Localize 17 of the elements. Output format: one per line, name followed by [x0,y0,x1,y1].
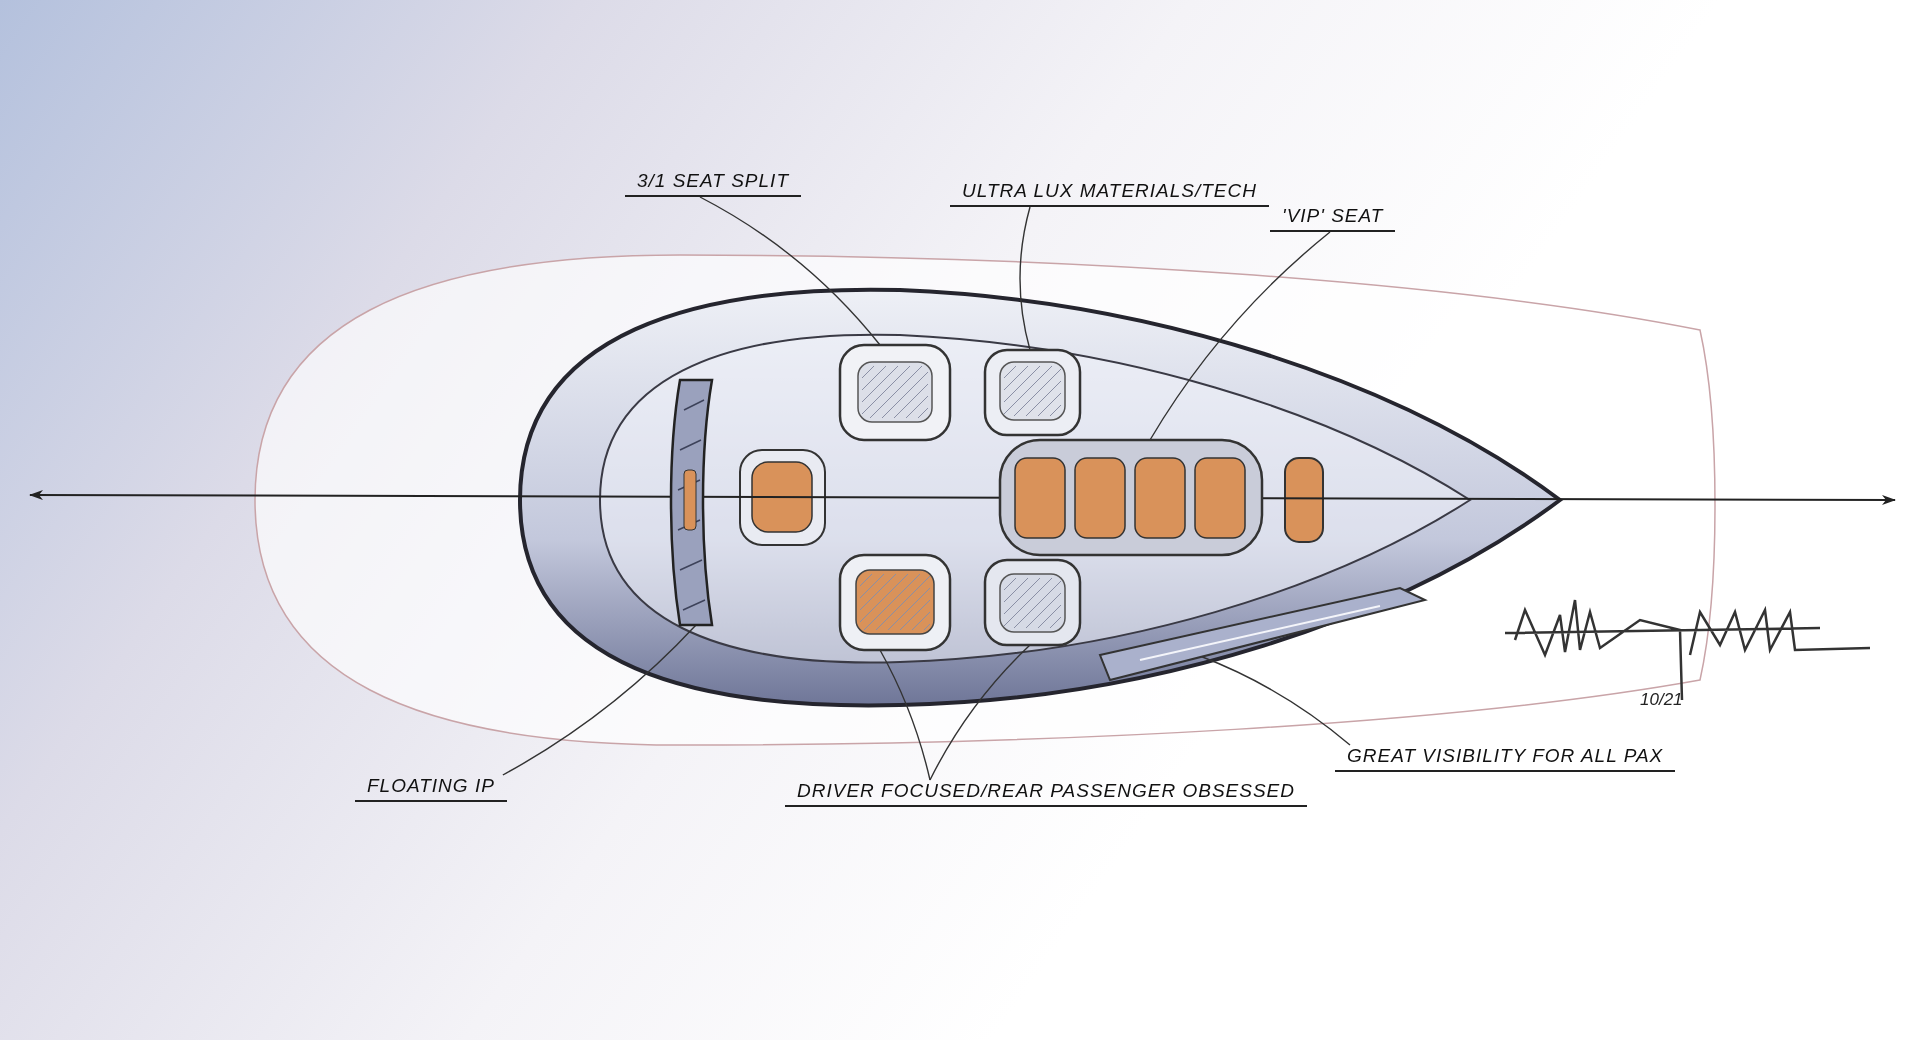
callout-label: ULTRA LUX MATERIALS/TECH [950,180,1269,207]
rear-seat-drawing [998,438,1264,557]
leader-line [1019,206,1031,351]
side-window-drawing [1098,586,1428,682]
leader-line [699,196,881,346]
seat-drawing [838,553,952,652]
callout-label: 'VIP' SEAT [1270,205,1396,232]
instrument-panel-drawing [669,378,714,627]
date-text: 10/21 [1640,690,1683,710]
seat-drawing [983,558,1082,647]
seat-drawing [983,348,1082,437]
callout-label: 3/1 SEAT SPLIT [625,170,801,197]
callout-label: GREAT VISIBILITY FOR ALL PAX [1335,745,1676,772]
seat-drawing [838,343,952,442]
callout-label: FLOATING IP [355,775,507,802]
leader-line [1149,231,1331,441]
callout-label: DRIVER FOCUSED/REAR PASSENGER OBSESSED [785,780,1307,807]
